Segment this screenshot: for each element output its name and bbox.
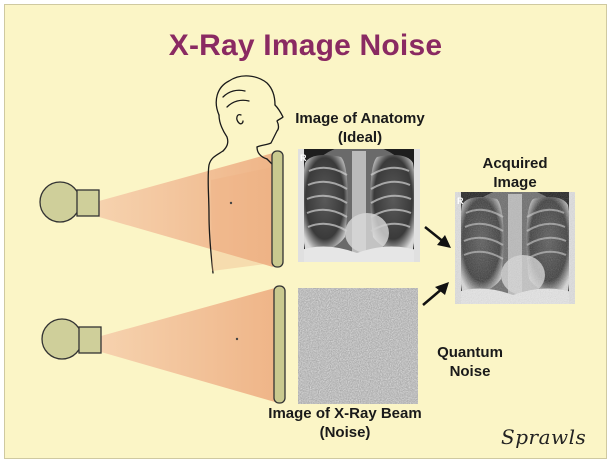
author-signature: Sprawls xyxy=(501,425,586,449)
marker-dot xyxy=(230,202,232,204)
slide: R R xyxy=(4,4,607,459)
label-line: Acquired xyxy=(465,154,565,173)
marker-dot xyxy=(236,338,238,340)
label-quantum-noise: Quantum Noise xyxy=(425,343,515,381)
label-line: Noise xyxy=(425,362,515,381)
label-line: Image of Anatomy xyxy=(285,109,435,128)
ideal-chest-xray xyxy=(295,144,423,276)
patient-torso-shadow xyxy=(211,167,273,271)
slide-title: X-Ray Image Noise xyxy=(5,29,606,63)
diagram-canvas: R R xyxy=(5,5,607,459)
acquired-chest-xray xyxy=(453,188,577,316)
lower-xray-beam xyxy=(101,288,275,402)
arrow-noise-to-acquired xyxy=(423,282,449,305)
xray-marker-r: R xyxy=(457,196,464,206)
label-line: Quantum xyxy=(425,343,515,362)
label-line: (Ideal) xyxy=(285,128,435,147)
lower-detector-plate xyxy=(274,286,285,403)
label-image-of-anatomy: Image of Anatomy (Ideal) xyxy=(285,109,435,147)
label-image-of-xray-beam: Image of X-Ray Beam (Noise) xyxy=(260,404,430,442)
upper-detector-plate xyxy=(272,151,283,267)
label-line: (Noise) xyxy=(260,423,430,442)
quantum-noise-image xyxy=(298,288,418,404)
upper-xray-tube xyxy=(40,182,99,222)
label-line: Image of X-Ray Beam xyxy=(260,404,430,423)
lower-xray-tube xyxy=(42,319,101,359)
label-line: Image xyxy=(465,173,565,192)
xray-marker-r: R xyxy=(300,153,307,163)
arrow-ideal-to-acquired xyxy=(425,227,451,248)
label-acquired-image: Acquired Image xyxy=(465,154,565,192)
